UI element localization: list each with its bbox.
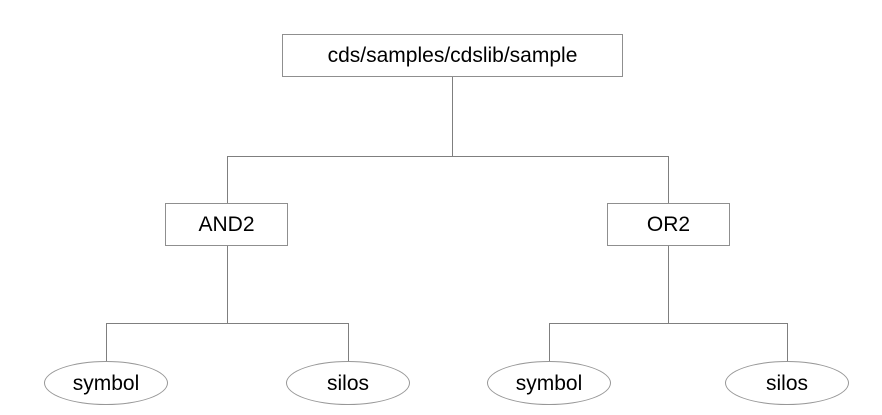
connector-level1-bar [227, 156, 669, 157]
node-root-library-label: cds/samples/cdslib/sample [327, 44, 578, 67]
connector-or2-silos-drop [787, 323, 788, 362]
node-and2-view-silos: silos [286, 361, 410, 405]
node-and2-view-symbol: symbol [44, 361, 168, 405]
connector-or2-drop [668, 156, 669, 203]
node-cell-or2: OR2 [607, 203, 730, 246]
node-cell-and2-label: AND2 [198, 213, 255, 236]
connector-or2-symbol-drop [549, 323, 550, 362]
node-root-library: cds/samples/cdslib/sample [282, 34, 623, 77]
node-and2-view-silos-label: silos [326, 371, 369, 395]
node-cell-or2-label: OR2 [646, 213, 691, 236]
connector-and2-children-bar [106, 323, 349, 324]
connector-or2-trunk [668, 246, 669, 323]
connector-and2-trunk [227, 246, 228, 323]
node-or2-view-silos-label: silos [765, 371, 808, 395]
connector-root-trunk [452, 77, 453, 156]
node-or2-view-symbol: symbol [487, 361, 611, 405]
connector-and2-drop [227, 156, 228, 203]
node-and2-view-symbol-label: symbol [72, 371, 140, 395]
connector-and2-symbol-drop [106, 323, 107, 362]
node-or2-view-symbol-label: symbol [515, 371, 583, 395]
connector-or2-children-bar [549, 323, 788, 324]
node-or2-view-silos: silos [725, 361, 849, 405]
connector-and2-silos-drop [348, 323, 349, 362]
node-cell-and2: AND2 [165, 203, 288, 246]
